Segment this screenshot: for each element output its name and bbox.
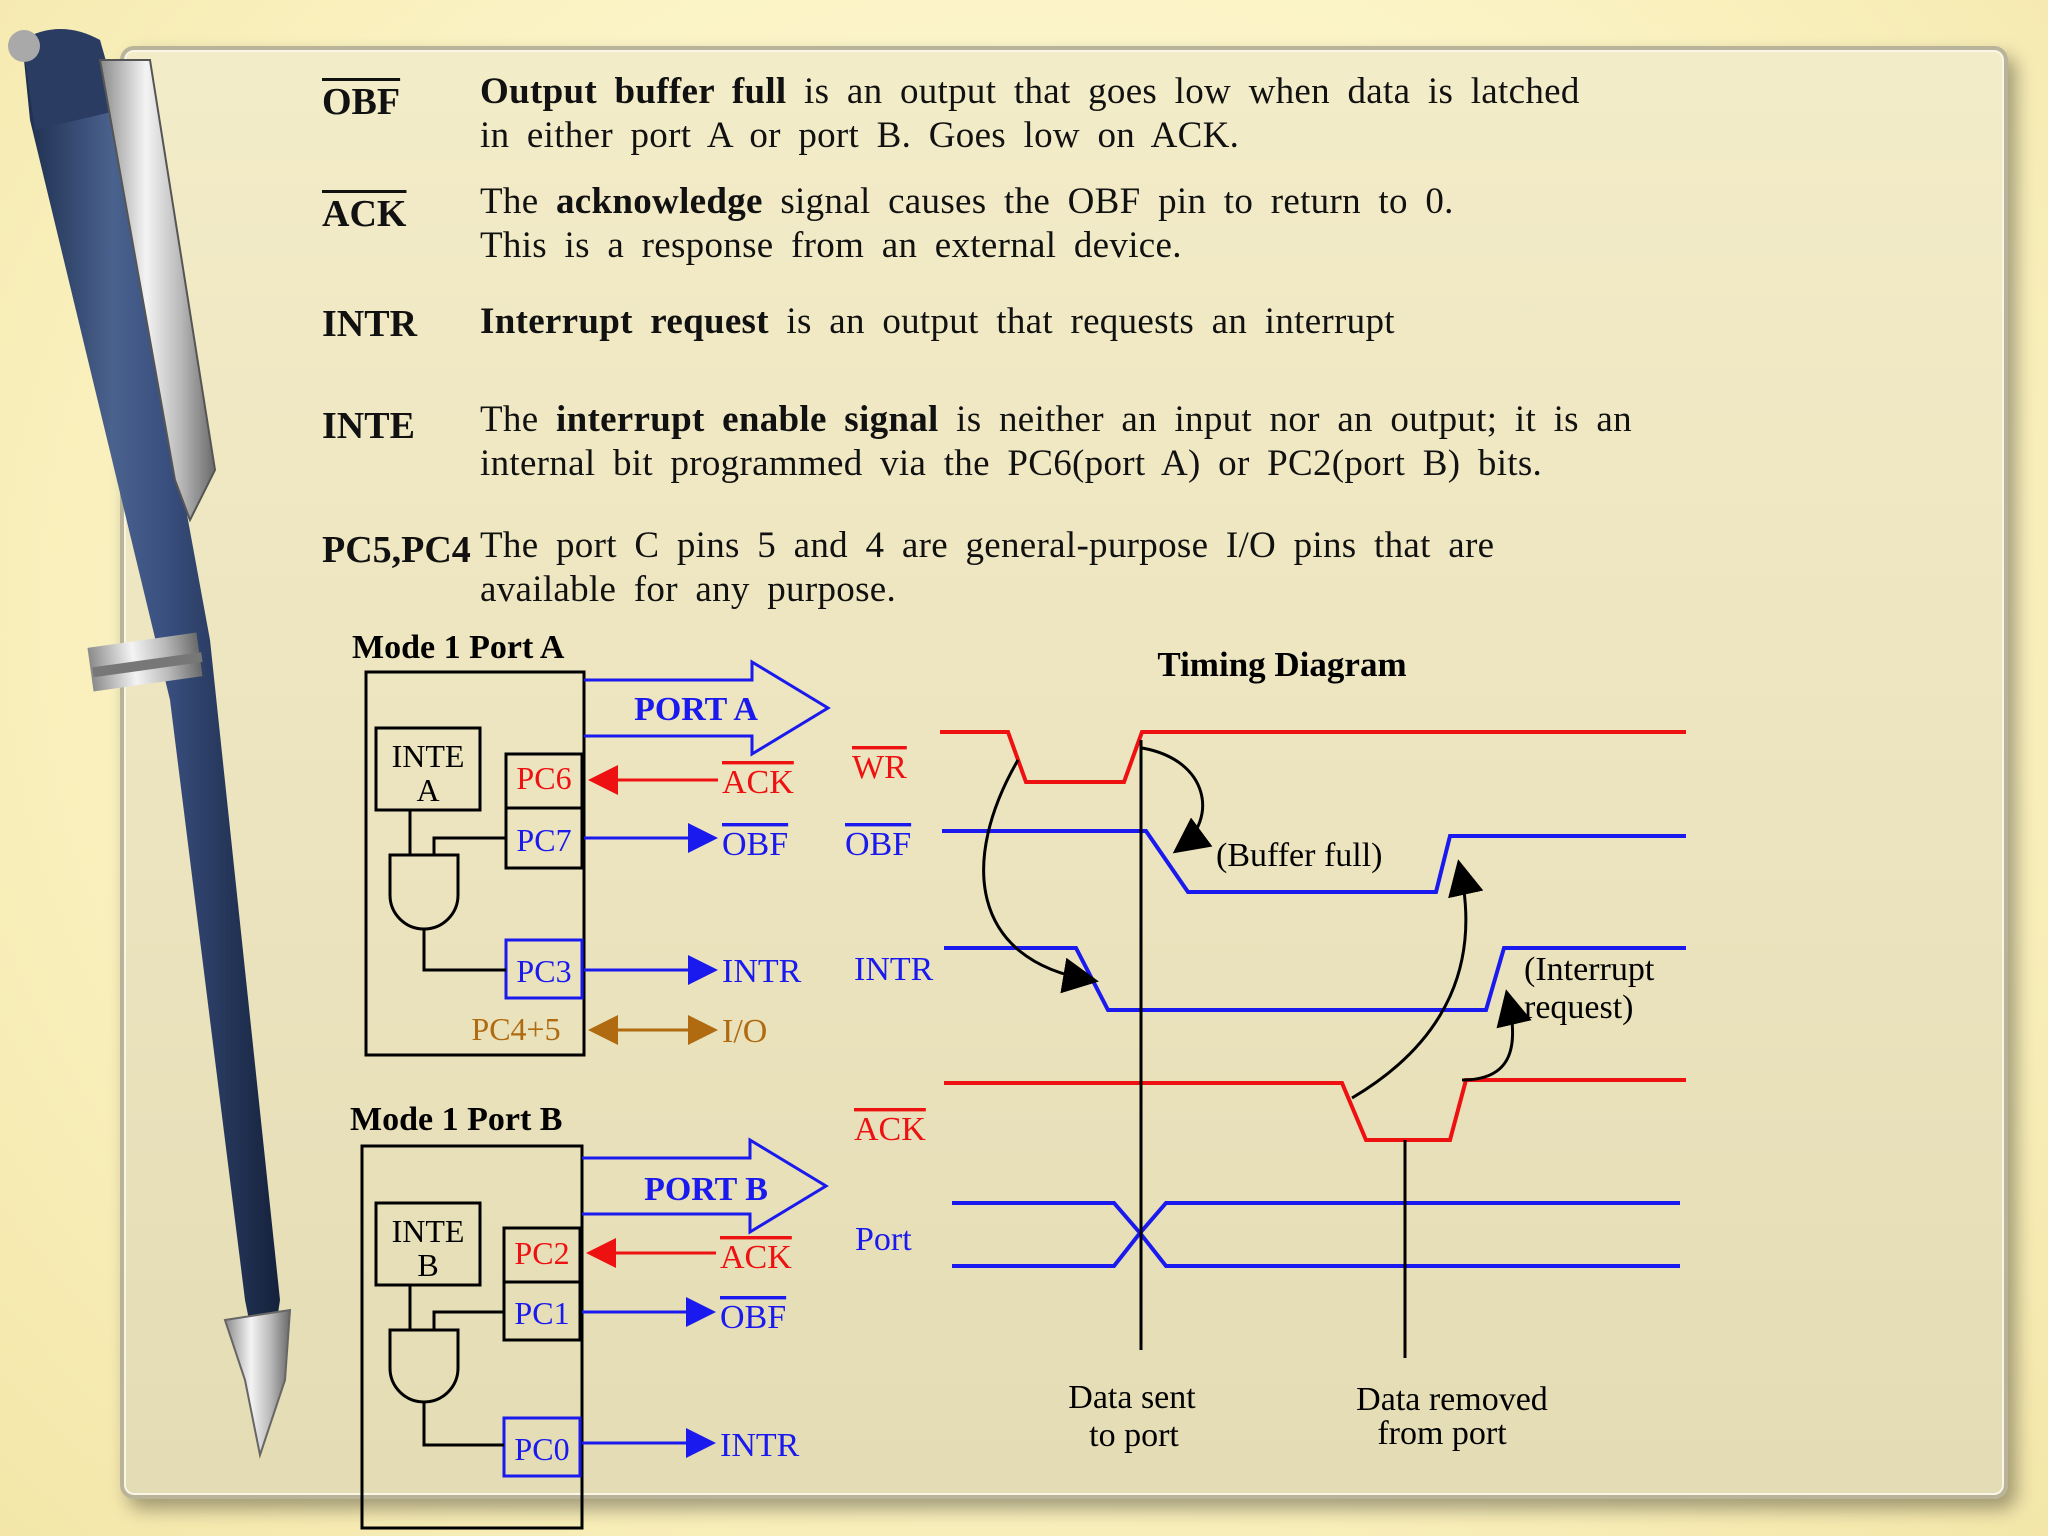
definition-ack-bold: acknowledge bbox=[555, 181, 763, 222]
port-b-chip bbox=[360, 1144, 584, 1530]
timing-note-interrupt: (Interrupt bbox=[1524, 951, 1655, 988]
definition-intr: Interrupt request is an output that requ… bbox=[480, 300, 1395, 344]
timing-wave-port-low bbox=[952, 1229, 1680, 1268]
port-b-and-gate bbox=[388, 1328, 460, 1404]
timing-arrow-wr-obf bbox=[1141, 746, 1213, 854]
port-a-pin-pc6: PC6 bbox=[516, 760, 571, 796]
definition-obf-line1: is an output that goes low when data is … bbox=[786, 71, 1580, 112]
port-b-pin-pc2: PC2 bbox=[514, 1235, 569, 1271]
port-a-pin-pc45: PC4+5 bbox=[471, 1011, 560, 1047]
definition-inte-pre: The bbox=[480, 399, 556, 440]
port-b-inte-sub: B bbox=[417, 1247, 438, 1283]
definition-intr-bold: Interrupt request bbox=[480, 301, 769, 342]
definition-ack-pre: The bbox=[480, 181, 556, 222]
definition-obf: Output buffer full is an output that goe… bbox=[480, 70, 1580, 158]
port-b-title: Mode 1 Port B bbox=[350, 1101, 562, 1138]
port-b-block: Mode 1 Port B INTE B PC2 PC1 PC0 PORT B … bbox=[350, 1101, 829, 1530]
timing-title: Timing Diagram bbox=[1157, 645, 1406, 684]
port-a-title: Mode 1 Port A bbox=[352, 629, 565, 666]
timing-wave-obf bbox=[942, 829, 1686, 894]
port-b-ack-label: ACK bbox=[720, 1239, 792, 1276]
port-a-bus-arrow bbox=[584, 659, 831, 757]
port-a-chip bbox=[364, 670, 586, 1057]
port-a-block: Mode 1 Port A INTE A PC6 PC7 PC3 PC4+5 P… bbox=[352, 629, 831, 1057]
definition-pc5-pc4-line2: available for any purpose. bbox=[480, 569, 897, 610]
term-obf: OBF bbox=[322, 81, 401, 123]
port-a-io-label: I/O bbox=[722, 1013, 767, 1050]
timing-marker-sent-line2: to port bbox=[1089, 1417, 1179, 1454]
timing-arrow-ack-intr bbox=[1461, 989, 1532, 1082]
port-a-pin-pc7: PC7 bbox=[516, 822, 571, 858]
port-b-intr-label: INTR bbox=[720, 1427, 800, 1464]
timing-arrow-wr-intr bbox=[982, 759, 1099, 994]
port-a-intr-label: INTR bbox=[722, 953, 802, 990]
timing-diagram: Timing Diagram WR OBF INTR ACK Port (Buf… bbox=[845, 645, 1686, 1454]
definition-obf-line2: in either port A or port B. Goes low on … bbox=[480, 115, 1240, 156]
timing-marker-removed-line2: from port bbox=[1377, 1415, 1507, 1452]
timing-wave-wr bbox=[940, 730, 1686, 784]
port-b-inte-label: INTE bbox=[392, 1213, 465, 1249]
term-pc5-pc4: PC5,PC4 bbox=[322, 529, 471, 571]
port-b-obf-label: OBF bbox=[720, 1299, 786, 1336]
timing-arrow-ack-obf bbox=[1351, 859, 1484, 1100]
port-b-pin-pc0-box bbox=[502, 1416, 582, 1478]
port-a-and-gate bbox=[388, 853, 460, 931]
port-a-obf-label: OBF bbox=[722, 826, 788, 863]
definition-inte-line1: is neither an input nor an output; it is… bbox=[938, 399, 1632, 440]
definition-inte-bold: interrupt enable signal bbox=[555, 399, 939, 440]
definition-ack-line1: signal causes the OBF pin to return to 0… bbox=[762, 181, 1454, 222]
definition-pc5-pc4-line1: The port C pins 5 and 4 are general-purp… bbox=[480, 525, 1495, 566]
definition-inte: The interrupt enable signal is neither a… bbox=[480, 398, 1632, 486]
timing-label-port: Port bbox=[855, 1221, 912, 1258]
timing-label-ack: ACK bbox=[854, 1111, 926, 1148]
definitions-list: OBF Output buffer full is an output that… bbox=[0, 0, 2048, 620]
definition-intr-line1: is an output that requests an interrupt bbox=[768, 301, 1395, 342]
definition-ack-line2: This is a response from an external devi… bbox=[480, 225, 1182, 266]
term-inte: INTE bbox=[322, 405, 415, 447]
port-b-pin-pc0: PC0 bbox=[514, 1431, 569, 1467]
timing-wave-intr bbox=[944, 946, 1686, 1012]
content-panel bbox=[120, 46, 2008, 1499]
definition-pc5-pc4: The port C pins 5 and 4 are general-purp… bbox=[480, 524, 1494, 612]
term-intr: INTR bbox=[322, 303, 418, 345]
port-a-bus-label: PORT A bbox=[634, 691, 758, 728]
timing-label-intr: INTR bbox=[854, 951, 934, 988]
timing-note-buffer-full: (Buffer full) bbox=[1216, 837, 1382, 874]
timing-wave-port-high bbox=[952, 1201, 1680, 1237]
port-a-inte-box bbox=[374, 726, 482, 812]
port-b-inte-box bbox=[374, 1201, 482, 1287]
definition-inte-line2: internal bit programmed via the PC6(port… bbox=[480, 443, 1543, 484]
port-a-inte-label: INTE bbox=[392, 738, 465, 774]
port-b-bus-arrow bbox=[582, 1137, 829, 1235]
definition-obf-bold: Output buffer full bbox=[480, 71, 787, 112]
port-b-bus-label: PORT B bbox=[644, 1171, 768, 1208]
port-a-inte-sub: A bbox=[416, 772, 439, 808]
term-ack: ACK bbox=[322, 193, 407, 235]
definition-ack: The acknowledge signal causes the OBF pi… bbox=[480, 180, 1454, 268]
timing-marker-sent-line1: Data sent bbox=[1068, 1379, 1196, 1416]
timing-label-wr: WR bbox=[852, 749, 907, 786]
timing-wave-ack bbox=[944, 1078, 1686, 1142]
timing-note-request: request) bbox=[1524, 989, 1634, 1026]
port-a-pin-pc3: PC3 bbox=[516, 953, 571, 989]
timing-marker-removed-line1: Data removed bbox=[1356, 1381, 1548, 1418]
port-a-ack-label: ACK bbox=[722, 764, 794, 801]
port-b-pin-pc1: PC1 bbox=[514, 1295, 569, 1331]
timing-label-obf: OBF bbox=[845, 826, 911, 863]
